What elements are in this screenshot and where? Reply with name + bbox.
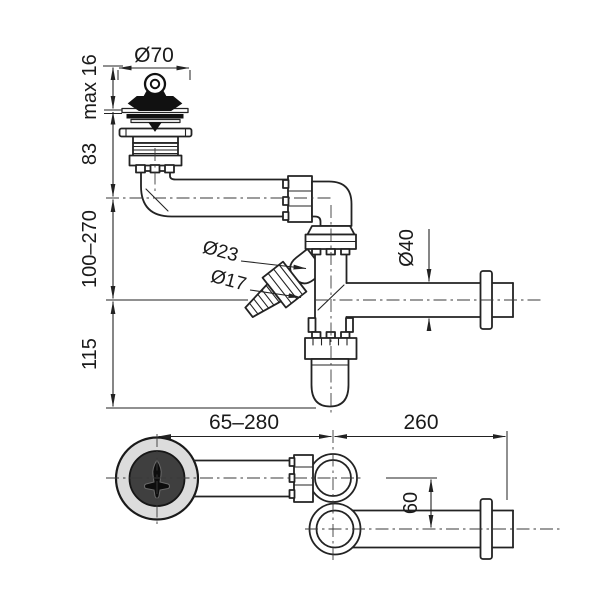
dim-centre-offset-label: 60: [400, 492, 422, 514]
bottom-view-centerlines: [106, 430, 560, 560]
dim-inlet-drop-label: 83: [79, 143, 101, 165]
side-view-dimensions: max 16 83 100–270 115 Ø70 Ø40 Ø23 Ø17: [79, 44, 432, 409]
side-view: max 16 83 100–270 115 Ø70 Ø40 Ø23 Ø17: [79, 44, 541, 413]
elbow-chamfer-line: [145, 188, 169, 212]
dim-horizontal-range-label: 65–280: [209, 411, 279, 434]
trap-cup: [310, 358, 350, 408]
bottom-inlet-pipe: [193, 459, 295, 498]
elbow-fitting: [304, 180, 357, 256]
inlet-union-nut: [282, 175, 313, 223]
seal-ring: [126, 114, 184, 119]
dim-flange-diameter-label: Ø70: [134, 44, 174, 67]
dim-trap-depth-label: 115: [79, 338, 101, 370]
waste-plug: [127, 96, 183, 111]
dim-outlet-length-label: 260: [403, 411, 438, 434]
dim-max-height-label: max 16: [79, 54, 101, 120]
bottom-view: 65–280 260 60: [106, 411, 560, 560]
tee-chamfer-line: [317, 284, 345, 311]
dim-hose-barb-diameter-label: Ø17: [208, 266, 248, 296]
bottom-union-nut: [288, 454, 314, 503]
inlet-pipe: [140, 170, 292, 218]
dim-outlet-diameter-label: Ø40: [396, 229, 418, 267]
dim-hose-nut-diameter-label: Ø23: [200, 237, 240, 267]
side-view-centerlines: [106, 148, 541, 413]
drain-assembly: [118, 72, 193, 174]
drain-backnut: [128, 154, 183, 167]
dim-adjustable-height-label: 100–270: [79, 210, 101, 288]
drain-top-view: [114, 436, 200, 521]
bottom-view-dimensions: 65–280 260 60: [158, 411, 508, 528]
bottom-elbow: [308, 453, 362, 556]
